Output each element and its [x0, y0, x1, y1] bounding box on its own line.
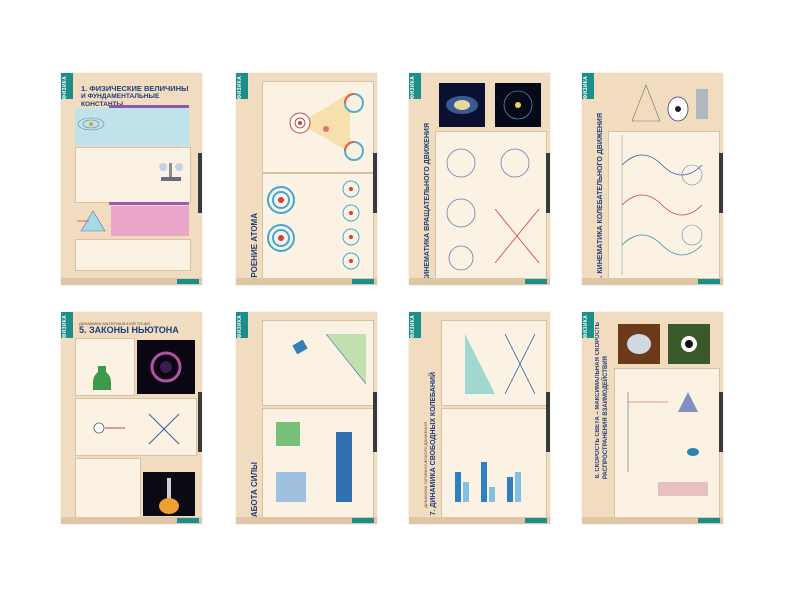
bottle-illustration: [93, 366, 111, 390]
poster-title: 3. КИНЕМАТИКА ВРАЩАТЕЛЬНОГО ДВИЖЕНИЯ: [424, 123, 431, 285]
publisher-logo: [698, 518, 720, 523]
tab-label: ФИЗИКА: [237, 315, 243, 339]
energy-levels-diagram: [267, 224, 295, 252]
poster-subtitle: ДИНАМИКА МАТЕРИАЛЬНОЙ ТОЧКИ: [79, 321, 150, 326]
energy-bar-charts: [455, 462, 521, 502]
side-strip: [546, 153, 550, 213]
poster-tab: ФИЗИКА: [582, 73, 594, 99]
units-table-bottom: [75, 239, 191, 271]
orbit-image: [503, 90, 533, 120]
poster-title-line-1: 1. ФИЗИЧЕСКИЕ ВЕЛИЧИНЫ: [81, 84, 189, 93]
side-strip: [198, 153, 202, 213]
photo-image: [627, 334, 651, 354]
poster-title: 2. СТРОЕНИЕ АТОМА: [250, 213, 259, 285]
poster-free-oscillation-dynamics: ФИЗИКА ДИНАМИКА ГАРМОНИЧЕСКОГО ДВИЖЕНИЯ …: [409, 312, 550, 524]
poster-footer: [582, 517, 723, 524]
publisher-logo: [525, 279, 547, 284]
solar-system-illustration: [77, 117, 105, 131]
poster-title-line-2: И ФУНДАМЕНТАЛЬНЫЕ КОНСТАНТЫ: [81, 93, 160, 108]
poster-footer: [61, 278, 202, 285]
pendulum-diagram: [631, 84, 708, 122]
tab-label: ФИЗИКА: [410, 315, 416, 339]
angular-velocity-panel: [435, 131, 547, 281]
hydrogen-atoms-diagram: [342, 180, 360, 270]
force-vector-diagrams: [93, 413, 180, 445]
tab-label: ФИЗИКА: [583, 76, 589, 100]
side-strip: [546, 392, 550, 452]
poster-tab: ФИЗИКА: [61, 312, 73, 338]
speed-photo-2: [668, 324, 710, 364]
rocket-image: [159, 478, 179, 514]
scattering-diagram: [289, 93, 364, 161]
poster-speed-of-light: ФИЗИКА 8. СКОРОСТЬ СВЕТА – МАКСИМАЛЬНАЯ …: [582, 312, 723, 524]
speed-photo-1: [618, 324, 660, 364]
galaxy-photo: [439, 83, 485, 127]
tab-label: ФИЗИКА: [62, 76, 68, 100]
publisher-logo: [525, 518, 547, 523]
spring-graphs: [465, 333, 536, 395]
experiment-diagrams: [627, 392, 708, 496]
poster-title: 7. ДИНАМИКА СВОБОДНЫХ КОЛЕБАНИЙ: [430, 372, 437, 516]
rotation-diagrams: [446, 148, 540, 271]
side-strip: [719, 392, 723, 452]
tab-label: ФИЗИКА: [583, 315, 589, 339]
fundamental-constants-table: [111, 206, 189, 236]
publisher-logo: [698, 279, 720, 284]
poster-footer: [409, 517, 550, 524]
poster-footer: [409, 278, 550, 285]
tab-label: ФИЗИКА: [62, 315, 68, 339]
publisher-logo: [177, 518, 199, 523]
poster-footer: [236, 278, 377, 285]
incline-diagrams: [292, 333, 367, 385]
planet-orbit-photo: [495, 83, 541, 127]
tab-label: ФИЗИКА: [410, 76, 416, 100]
poster-subtitle: ДИНАМИКА ГАРМОНИЧЕСКОГО ДВИЖЕНИЯ: [423, 422, 428, 508]
bohr-model-diagram: [267, 186, 295, 214]
prism-illustration: [77, 210, 106, 232]
poster-title: 6. РАБОТА СИЛЫ: [250, 462, 259, 524]
work-graphs: [276, 422, 352, 502]
poster-oscillatory-kinematics: ФИЗИКА 4. КИНЕМАТИКА КОЛЕБАТЕЛЬНОГО ДВИЖ…: [582, 73, 723, 285]
side-strip: [373, 392, 377, 452]
sinusoid-graphs: [621, 135, 703, 275]
units-table: [75, 108, 189, 146]
publisher-logo: [352, 279, 374, 284]
galaxy-image: [446, 96, 478, 114]
side-strip: [719, 153, 723, 213]
spring-pendulum-panel: [441, 320, 547, 406]
poster-title: 4. КИНЕМАТИКА КОЛЕБАТЕЛЬНОГО ДВИЖЕНИЯ: [597, 113, 604, 282]
poster-footer: [236, 517, 377, 524]
poster-tab: ФИЗИКА: [236, 73, 248, 99]
poster-footer: [582, 278, 723, 285]
poster-physical-quantities: ФИЗИКА 1. ФИЗИЧЕСКИЕ ВЕЛИЧИНЫ И ФУНДАМЕН…: [61, 73, 202, 285]
third-law-panel: [75, 458, 141, 518]
poster-work-of-force: ФИЗИКА 6. РАБОТА СИЛЫ: [236, 312, 377, 524]
publisher-logo: [177, 279, 199, 284]
poster-tab: ФИЗИКА: [236, 312, 248, 338]
poster-atom-structure: ФИЗИКА 2. СТРОЕНИЕ АТОМА: [236, 73, 377, 285]
section-bar: [109, 202, 189, 205]
poster-tab: ФИЗИКА: [409, 312, 421, 338]
poster-title-line-2: РАСПРОСТРАНЕНИЯ ВЗАИМОДЕЙСТВИЯ: [603, 356, 609, 480]
poster-tab: ФИЗИКА: [582, 312, 594, 338]
rocket-launch-photo: [143, 472, 195, 516]
poster-footer: [61, 517, 202, 524]
tab-label: ФИЗИКА: [237, 76, 243, 100]
ring-nebula-photo: [137, 340, 195, 394]
poster-title: 5. ЗАКОНЫ НЬЮТОНА: [79, 325, 179, 335]
poster-tab: ФИЗИКА: [61, 73, 73, 99]
side-strip: [373, 153, 377, 213]
poster-tab: ФИЗИКА: [409, 73, 421, 99]
nebula-image: [150, 351, 182, 383]
balance-scale-illustration: [159, 163, 183, 181]
poster-newton-laws: ФИЗИКА ДИНАМИКА МАТЕРИАЛЬНОЙ ТОЧКИ 5. ЗА…: [61, 312, 202, 524]
photo-image: [681, 336, 697, 352]
side-strip: [198, 392, 202, 452]
atom-model-panel: [262, 173, 374, 281]
section-bar: [109, 105, 189, 108]
publisher-logo: [352, 518, 374, 523]
poster-rotational-kinematics: ФИЗИКА 3. КИНЕМАТИКА ВРАЩАТЕЛЬНОГО ДВИЖЕ…: [409, 73, 550, 285]
